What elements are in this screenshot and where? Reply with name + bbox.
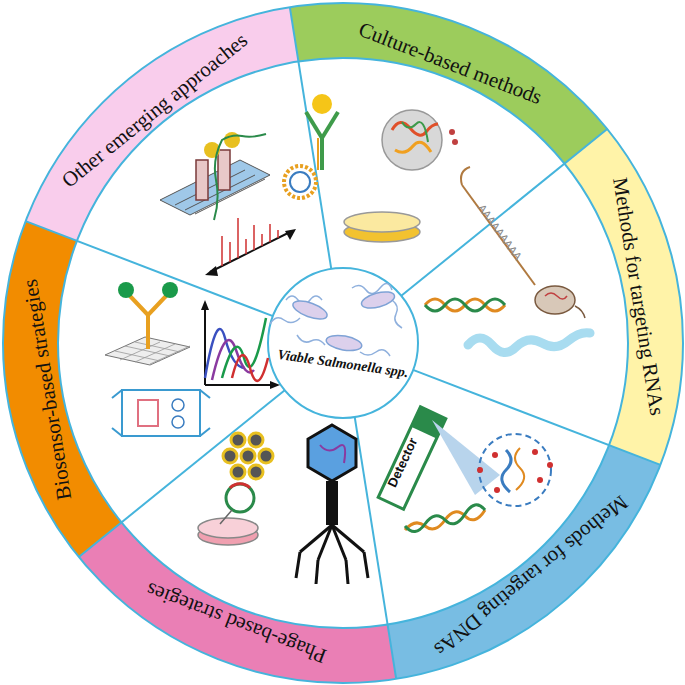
circuit-icon [112,390,210,436]
center-circle: Viable Salmonella spp. [268,268,418,418]
divider-line [26,221,273,316]
inner-disc [58,58,628,628]
signal-plot-icon [201,300,280,389]
dna-helix-icon [425,299,505,311]
sector-dividers [26,7,661,679]
spectrum-plot-icon [205,218,296,276]
bacteria-icons [270,283,402,356]
outer-ring [3,3,683,683]
beam-icon [432,420,500,495]
mrna-icon [461,167,585,318]
colony-icon [382,110,458,170]
detector-icon [378,407,446,509]
divider-line [290,7,331,269]
antibody-icon [306,94,338,170]
dna-helix-icon [405,505,485,532]
petri-dish-icon [344,212,420,242]
rna-strand-icon [468,333,590,353]
liposome-icon [284,166,316,198]
divider-line [79,390,285,557]
ring-bands [3,3,683,683]
plate-plasmid-icon [198,484,258,545]
center-disc [268,268,418,418]
nanoparticle-icons [223,433,273,479]
center-title: Viable Salmonella spp. [277,347,410,381]
graphene-sensor-icon [105,282,190,365]
phage-icon [296,425,368,584]
particle-icon [477,434,553,506]
nanopore-device-icon [160,132,270,220]
